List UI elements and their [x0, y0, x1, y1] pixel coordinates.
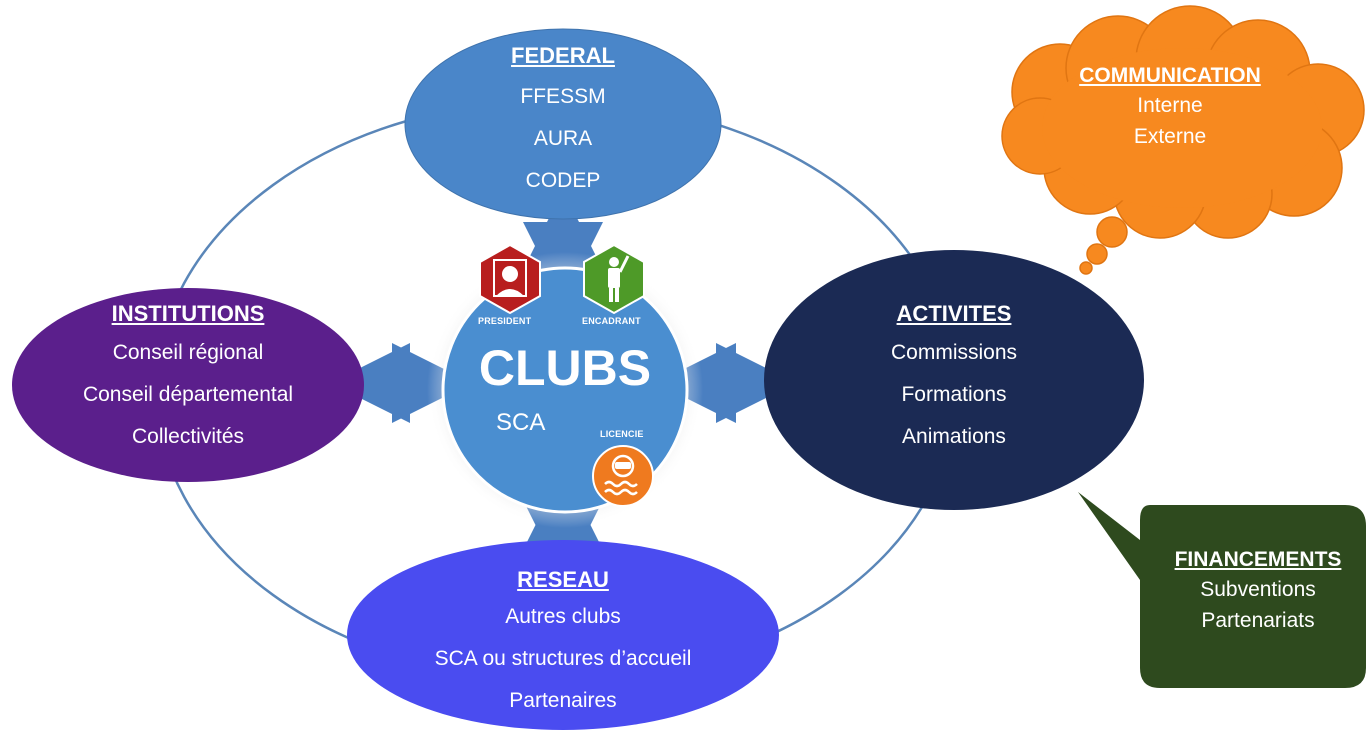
communication-cloud: [1001, 5, 1365, 275]
financements-callout: [1078, 492, 1366, 688]
activites-item: Formations: [901, 383, 1007, 406]
federal-title: FEDERAL: [511, 43, 615, 68]
president-icon: [479, 243, 541, 315]
financements-item: Subventions: [1200, 578, 1316, 601]
communication-item: Externe: [1133, 125, 1207, 148]
activites-item: Commissions: [890, 341, 1018, 364]
institutions-item: Collectivités: [131, 425, 245, 448]
encadrant-label: ENCADRANT: [582, 316, 641, 326]
financements-text: FINANCEMENTS Subventions Partenariats: [1152, 546, 1364, 656]
institutions-node: INSTITUTIONS Conseil régional Conseil dé…: [12, 296, 364, 476]
activites-title: ACTIVITES: [896, 301, 1012, 326]
encadrant-icon: [583, 243, 645, 315]
institutions-ellipse: [12, 288, 364, 482]
clubs-title: CLUBS: [478, 340, 652, 396]
president-label: PRESIDENT: [478, 316, 532, 326]
federal-node: FEDERAL FFESSM AURA CODEP: [405, 38, 721, 208]
activites-node: ACTIVITES Commissions Formations Animati…: [764, 296, 1144, 476]
financements-item: Partenariats: [1201, 609, 1315, 632]
reseau-node: RESEAU Autres clubs SCA ou structures d’…: [347, 566, 779, 732]
communication-title: COMMUNICATION: [1079, 64, 1261, 87]
reseau-ellipse: [347, 540, 779, 730]
reseau-item: Partenaires: [509, 689, 617, 712]
federal-item: FFESSM: [520, 85, 606, 108]
reseau-item: SCA ou structures d’accueil: [434, 647, 692, 670]
activites-item: Animations: [902, 425, 1006, 448]
institutions-title: INSTITUTIONS: [111, 301, 265, 326]
licencie-icon: [592, 445, 654, 507]
reseau-item: Autres clubs: [505, 605, 621, 628]
federal-ellipse: [404, 28, 722, 220]
reseau-title: RESEAU: [517, 567, 609, 592]
communication-text: COMMUNICATION Interne Externe: [1040, 62, 1300, 172]
financements-title: FINANCEMENTS: [1174, 548, 1342, 571]
licencie-label: LICENCIE: [600, 429, 644, 439]
institutions-item: Conseil départemental: [82, 383, 294, 406]
federal-item: CODEP: [525, 169, 601, 192]
federal-item: AURA: [533, 127, 593, 150]
clubs-subtitle: SCA: [496, 409, 546, 436]
institutions-item: Conseil régional: [112, 341, 264, 364]
activites-ellipse: [764, 250, 1144, 510]
communication-item: Interne: [1137, 94, 1203, 117]
